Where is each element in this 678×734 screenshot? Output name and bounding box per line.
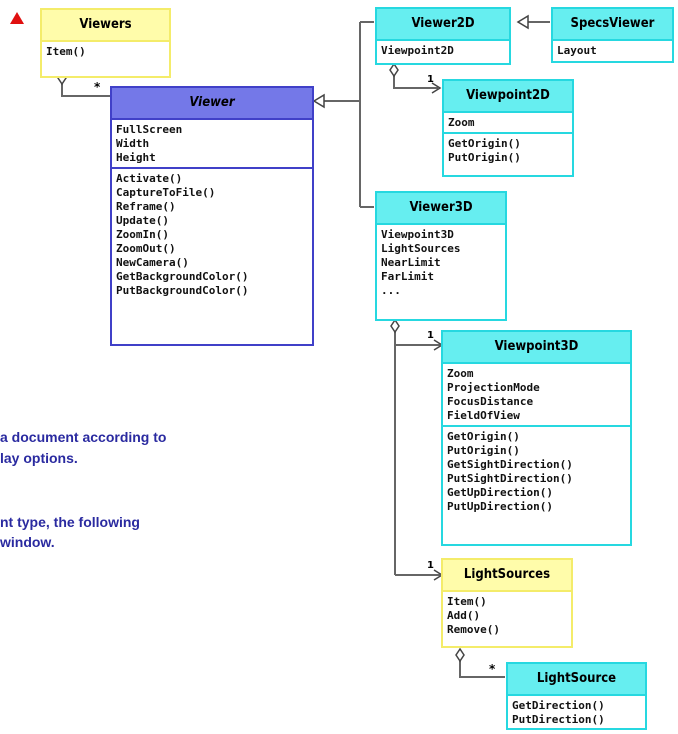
methods: Activate() CaptureToFile() Reframe() Upd… [112,167,312,300]
class-name: Viewpoint2D [444,81,572,113]
attributes: Zoom ProjectionMode FocusDistance FieldO… [447,367,540,422]
multiplicity-label: * [489,662,496,676]
class-viewer: Viewer FullScreen Width Height Activate(… [110,86,314,346]
class-name: Viewer3D [377,193,505,225]
viewers-viewer-link [61,78,112,97]
inheritance-arrow-icon [312,93,325,109]
multiplicity-label: 1 [427,330,434,341]
attributes: Layout [557,44,597,57]
body-text-line: window. [0,534,55,550]
body-text-line: lay options. [0,450,78,466]
class-name: SpecsViewer [553,9,672,41]
warning-triangle-icon [10,12,24,24]
inheritance-line [316,21,374,208]
methods: GetOrigin() PutOrigin() GetSightDirectio… [443,425,630,516]
class-viewer3d: Viewer3D Viewpoint3D LightSources NearLi… [375,191,507,321]
viewer3d-links [394,328,440,576]
multiplicity-label: 1 [427,560,434,571]
body-text-line: a document according to [0,429,167,445]
attributes: Viewpoint3D LightSources NearLimit FarLi… [381,228,461,297]
methods: GetOrigin() PutOrigin() [444,132,572,167]
multiplicity-label: * [94,80,101,94]
multiplicity-label: 1 [427,74,434,85]
methods: Item() Add() Remove() [447,595,500,636]
methods: Item() [46,45,86,58]
class-viewpoint3d: Viewpoint3D Zoom ProjectionMode FocusDis… [441,330,632,546]
methods: GetDirection() PutDirection() [512,699,605,726]
class-viewpoint2d: Viewpoint2D Zoom GetOrigin() PutOrigin() [442,79,574,177]
lightsources-lightsource-link [459,655,505,678]
class-lightsource: LightSource GetDirection() PutDirection(… [506,662,647,730]
body-text-line: nt type, the following [0,514,140,530]
class-name: Viewers [42,10,169,42]
class-specsviewer: SpecsViewer Layout [551,7,674,63]
class-name: Viewer2D [377,9,509,41]
attributes: Zoom [448,116,475,129]
class-viewer2d: Viewer2D Viewpoint2D [375,7,511,65]
attributes: Viewpoint2D [381,44,454,57]
class-name: LightSource [508,664,645,696]
class-name: Viewer [112,88,312,120]
attributes: FullScreen Width Height [116,123,183,164]
class-viewers: Viewers Item() [40,8,171,78]
class-name: Viewpoint3D [443,332,630,364]
class-lightsources: LightSources Item() Add() Remove() [441,558,573,648]
class-name: LightSources [443,560,571,592]
